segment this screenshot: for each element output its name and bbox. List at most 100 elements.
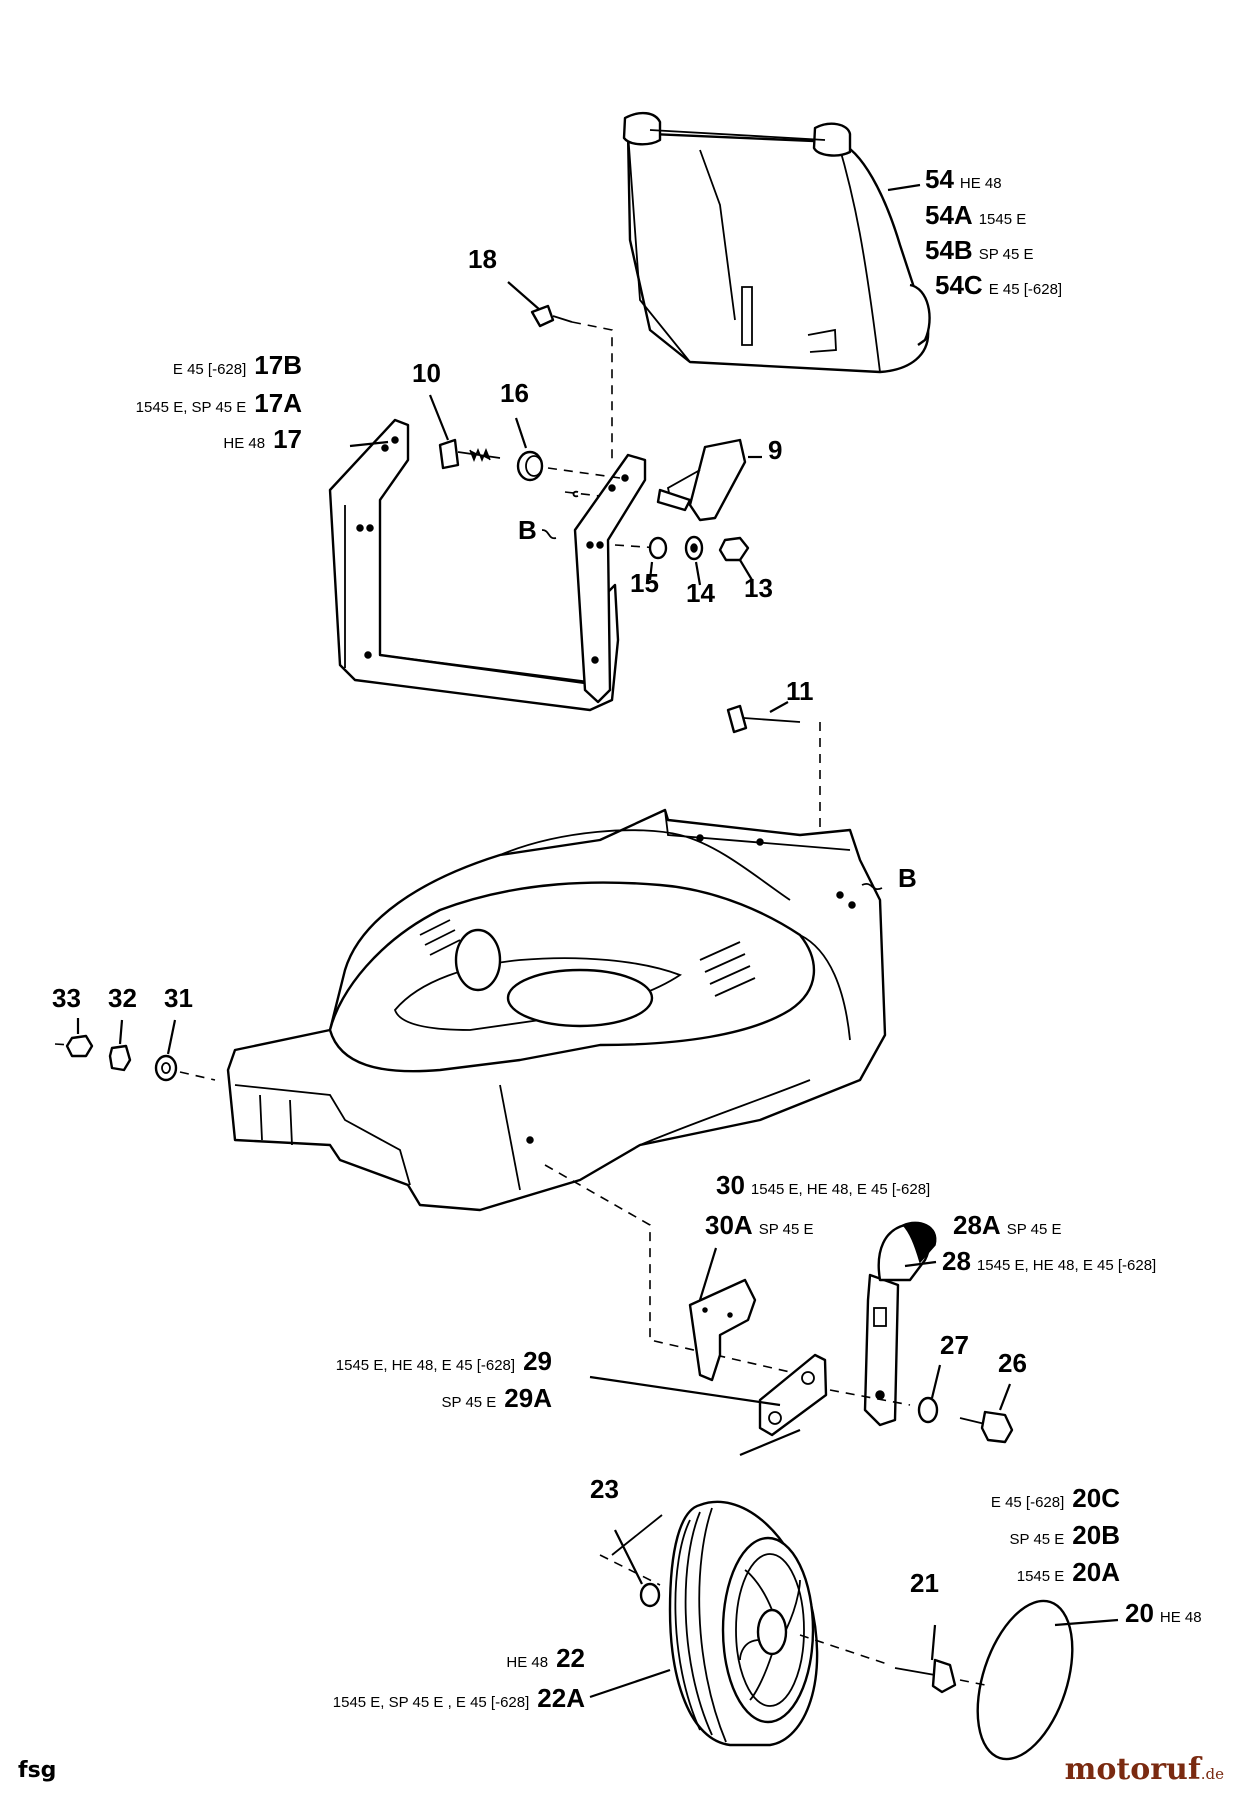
part-number: 16	[500, 378, 529, 408]
brand-name: motoruf	[1064, 1752, 1201, 1787]
model-variant: HE 48	[506, 1654, 549, 1671]
axle-plate-part-29	[758, 1353, 828, 1437]
height-bracket-part-30	[688, 1247, 757, 1382]
model-variant: E 45 [-628]	[172, 361, 247, 378]
model-variant: SP 45 E	[978, 246, 1034, 263]
part-number: 13	[744, 573, 773, 603]
part-number: 17	[273, 424, 302, 454]
part-label-p17b: E 45 [-628]17B	[173, 352, 302, 378]
part-label-p17: HE 48 17	[223, 426, 302, 452]
part-label-pB2: B	[898, 865, 923, 891]
part-number: 14	[686, 578, 715, 608]
part-number: 30A	[705, 1210, 753, 1240]
part-number: 23	[590, 1474, 619, 1504]
bolt-part-26	[959, 1383, 1014, 1444]
nut-part-33	[65, 1018, 94, 1058]
part-label-p30: 30 1545 E, HE 48, E 45 [-628]	[716, 1172, 930, 1198]
mower-deck-housing	[226, 808, 887, 1212]
rear-flap-part-54	[622, 111, 931, 374]
washer-part-27	[917, 1364, 942, 1424]
part-label-p29: 1545 E, HE 48, E 45 [-628]29	[336, 1348, 552, 1374]
part-number: 20B	[1072, 1520, 1120, 1550]
adjustment-lever-part-28	[863, 1221, 937, 1427]
part-number: B	[518, 515, 537, 545]
model-variant: SP 45 E	[1006, 1221, 1062, 1238]
model-variant: 1545 E	[978, 211, 1027, 228]
model-variant: SP 45 E	[1009, 1531, 1065, 1548]
bolt-part-11	[726, 701, 801, 734]
model-variant: 1545 E, HE 48, E 45 [-628]	[976, 1257, 1157, 1274]
part-number: 26	[998, 1348, 1027, 1378]
part-number: 15	[630, 568, 659, 598]
part-label-p33: 33	[52, 985, 87, 1011]
washer-part-16	[514, 417, 544, 482]
part-number: 10	[412, 358, 441, 388]
hub-cap-part-20	[976, 1599, 1119, 1761]
part-label-p20: 20 HE 48	[1125, 1600, 1202, 1626]
part-number: 21	[910, 1568, 939, 1598]
part-number: 20C	[1072, 1483, 1120, 1513]
wheel-part-22	[668, 1500, 819, 1747]
screw-part-18	[507, 281, 573, 328]
part-label-p10: 10	[412, 360, 447, 386]
part-label-p27: 27	[940, 1332, 975, 1358]
part-number: 31	[164, 983, 193, 1013]
part-number: 22A	[537, 1683, 585, 1713]
part-label-p11: 11	[786, 678, 820, 704]
model-variant: HE 48	[959, 175, 1002, 192]
part-number: 28	[942, 1246, 971, 1276]
model-variant: 1545 E	[1016, 1568, 1065, 1585]
part-label-p22a: 1545 E, SP 45 E , E 45 [-628] 22A	[333, 1685, 585, 1711]
part-label-p22: HE 48 22	[506, 1645, 585, 1671]
model-variant: E 45 [-628]	[988, 281, 1063, 298]
part-label-p16: 16	[500, 380, 535, 406]
part-number: 54	[925, 164, 954, 194]
part-label-p20b: SP 45 E 20B	[1010, 1522, 1120, 1548]
handle-frame-part-17	[328, 418, 647, 712]
part-number: 20A	[1072, 1557, 1120, 1587]
part-label-p28a: 28A SP 45 E	[953, 1212, 1061, 1238]
part-number: 17A	[254, 388, 302, 418]
nut-part-32	[108, 1019, 132, 1072]
model-variant: 1545 E, HE 48, E 45 [-628]	[750, 1181, 931, 1198]
part-label-p15: 15	[630, 570, 665, 596]
nut-part-13	[718, 536, 753, 581]
part-number: 29A	[504, 1383, 552, 1413]
part-label-p28: 28 1545 E, HE 48, E 45 [-628]	[942, 1248, 1156, 1274]
bolt-part-10	[428, 394, 501, 470]
brand-tld: .de	[1200, 1765, 1224, 1783]
part-number: B	[898, 863, 917, 893]
washer-part-15	[648, 536, 668, 581]
part-label-p9: 9	[768, 437, 788, 463]
part-label-pB1: B	[518, 517, 543, 543]
model-variant: 1545 E, SP 45 E	[135, 399, 247, 416]
washer-part-31	[154, 1019, 178, 1082]
part-number: 54A	[925, 200, 973, 230]
corner-code: fsg	[18, 1758, 57, 1783]
part-number: 22	[556, 1643, 585, 1673]
model-variant: 1545 E, HE 48, E 45 [-628]	[335, 1357, 516, 1374]
part-number: 18	[468, 244, 497, 274]
model-variant: HE 48	[223, 435, 266, 452]
model-variant: SP 45 E	[758, 1221, 814, 1238]
clip-part-9	[656, 438, 762, 522]
part-number: 54C	[935, 270, 983, 300]
washer-part-14	[684, 535, 704, 586]
model-variant: HE 48	[1159, 1609, 1202, 1626]
part-number: 28A	[953, 1210, 1001, 1240]
brand-watermark: motoruf.de	[1065, 1755, 1224, 1785]
part-label-p18: 18	[468, 246, 503, 272]
part-number: 11	[786, 676, 814, 706]
part-label-p54: 54 HE 48	[925, 166, 1002, 192]
part-number: 20	[1125, 1598, 1154, 1628]
part-number: 9	[768, 435, 783, 465]
part-label-p31: 31	[164, 985, 199, 1011]
part-label-p14: 14	[686, 580, 721, 606]
part-label-p26: 26	[998, 1350, 1033, 1376]
part-number: 30	[716, 1170, 745, 1200]
model-variant: 1545 E, SP 45 E , E 45 [-628]	[332, 1694, 530, 1711]
part-label-p13: 13	[744, 575, 779, 601]
